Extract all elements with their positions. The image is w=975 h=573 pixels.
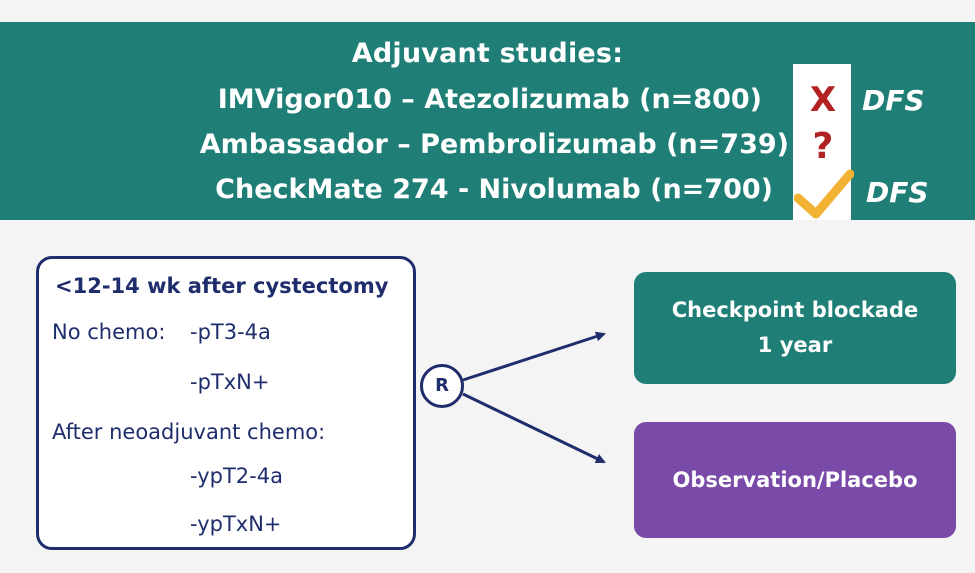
checkmark-icon: [794, 169, 854, 219]
question-mark-icon: ?: [812, 126, 834, 167]
result-panel: [793, 64, 851, 220]
criteria-item-yptxn: -ypTxN+: [190, 512, 282, 536]
arm-label-line2: 1 year: [757, 333, 833, 357]
no-chemo-label: No chemo:: [52, 320, 166, 344]
observation-placebo-arm: Observation/Placebo: [634, 422, 956, 538]
study-ambassador: Ambassador – Pembrolizumab (n=739): [199, 129, 789, 160]
arrow-to-checkpoint: [462, 331, 606, 382]
neoadjuvant-label: After neoadjuvant chemo:: [52, 420, 326, 444]
arm-label-line1: Checkpoint blockade: [671, 298, 919, 323]
study-checkmate274: CheckMate 274 - Nivolumab (n=700): [215, 174, 773, 205]
study-imvigor010: IMVigor010 – Atezolizumab (n=800): [217, 84, 762, 115]
endpoint-dfs-imvigor010: DFS: [862, 84, 925, 117]
criteria-item-ypt2-4a: -ypT2-4a: [190, 464, 283, 488]
banner-title: Adjuvant studies:: [351, 38, 624, 69]
criteria-item-pt3-4a: -pT3-4a: [190, 320, 271, 344]
randomization-node: R: [420, 364, 464, 408]
criteria-item-ptxn: -pTxN+: [190, 370, 270, 394]
endpoint-dfs-checkmate274: DFS: [866, 176, 929, 209]
checkpoint-blockade-arm: Checkpoint blockade 1 year: [634, 272, 956, 384]
arrow-to-observation: [462, 392, 606, 464]
x-mark-icon: X: [809, 80, 837, 120]
criteria-title: <12-14 wk after cystectomy: [55, 274, 389, 298]
arm-label-line1: Observation/Placebo: [672, 467, 918, 492]
eligibility-criteria-box: [36, 256, 416, 550]
